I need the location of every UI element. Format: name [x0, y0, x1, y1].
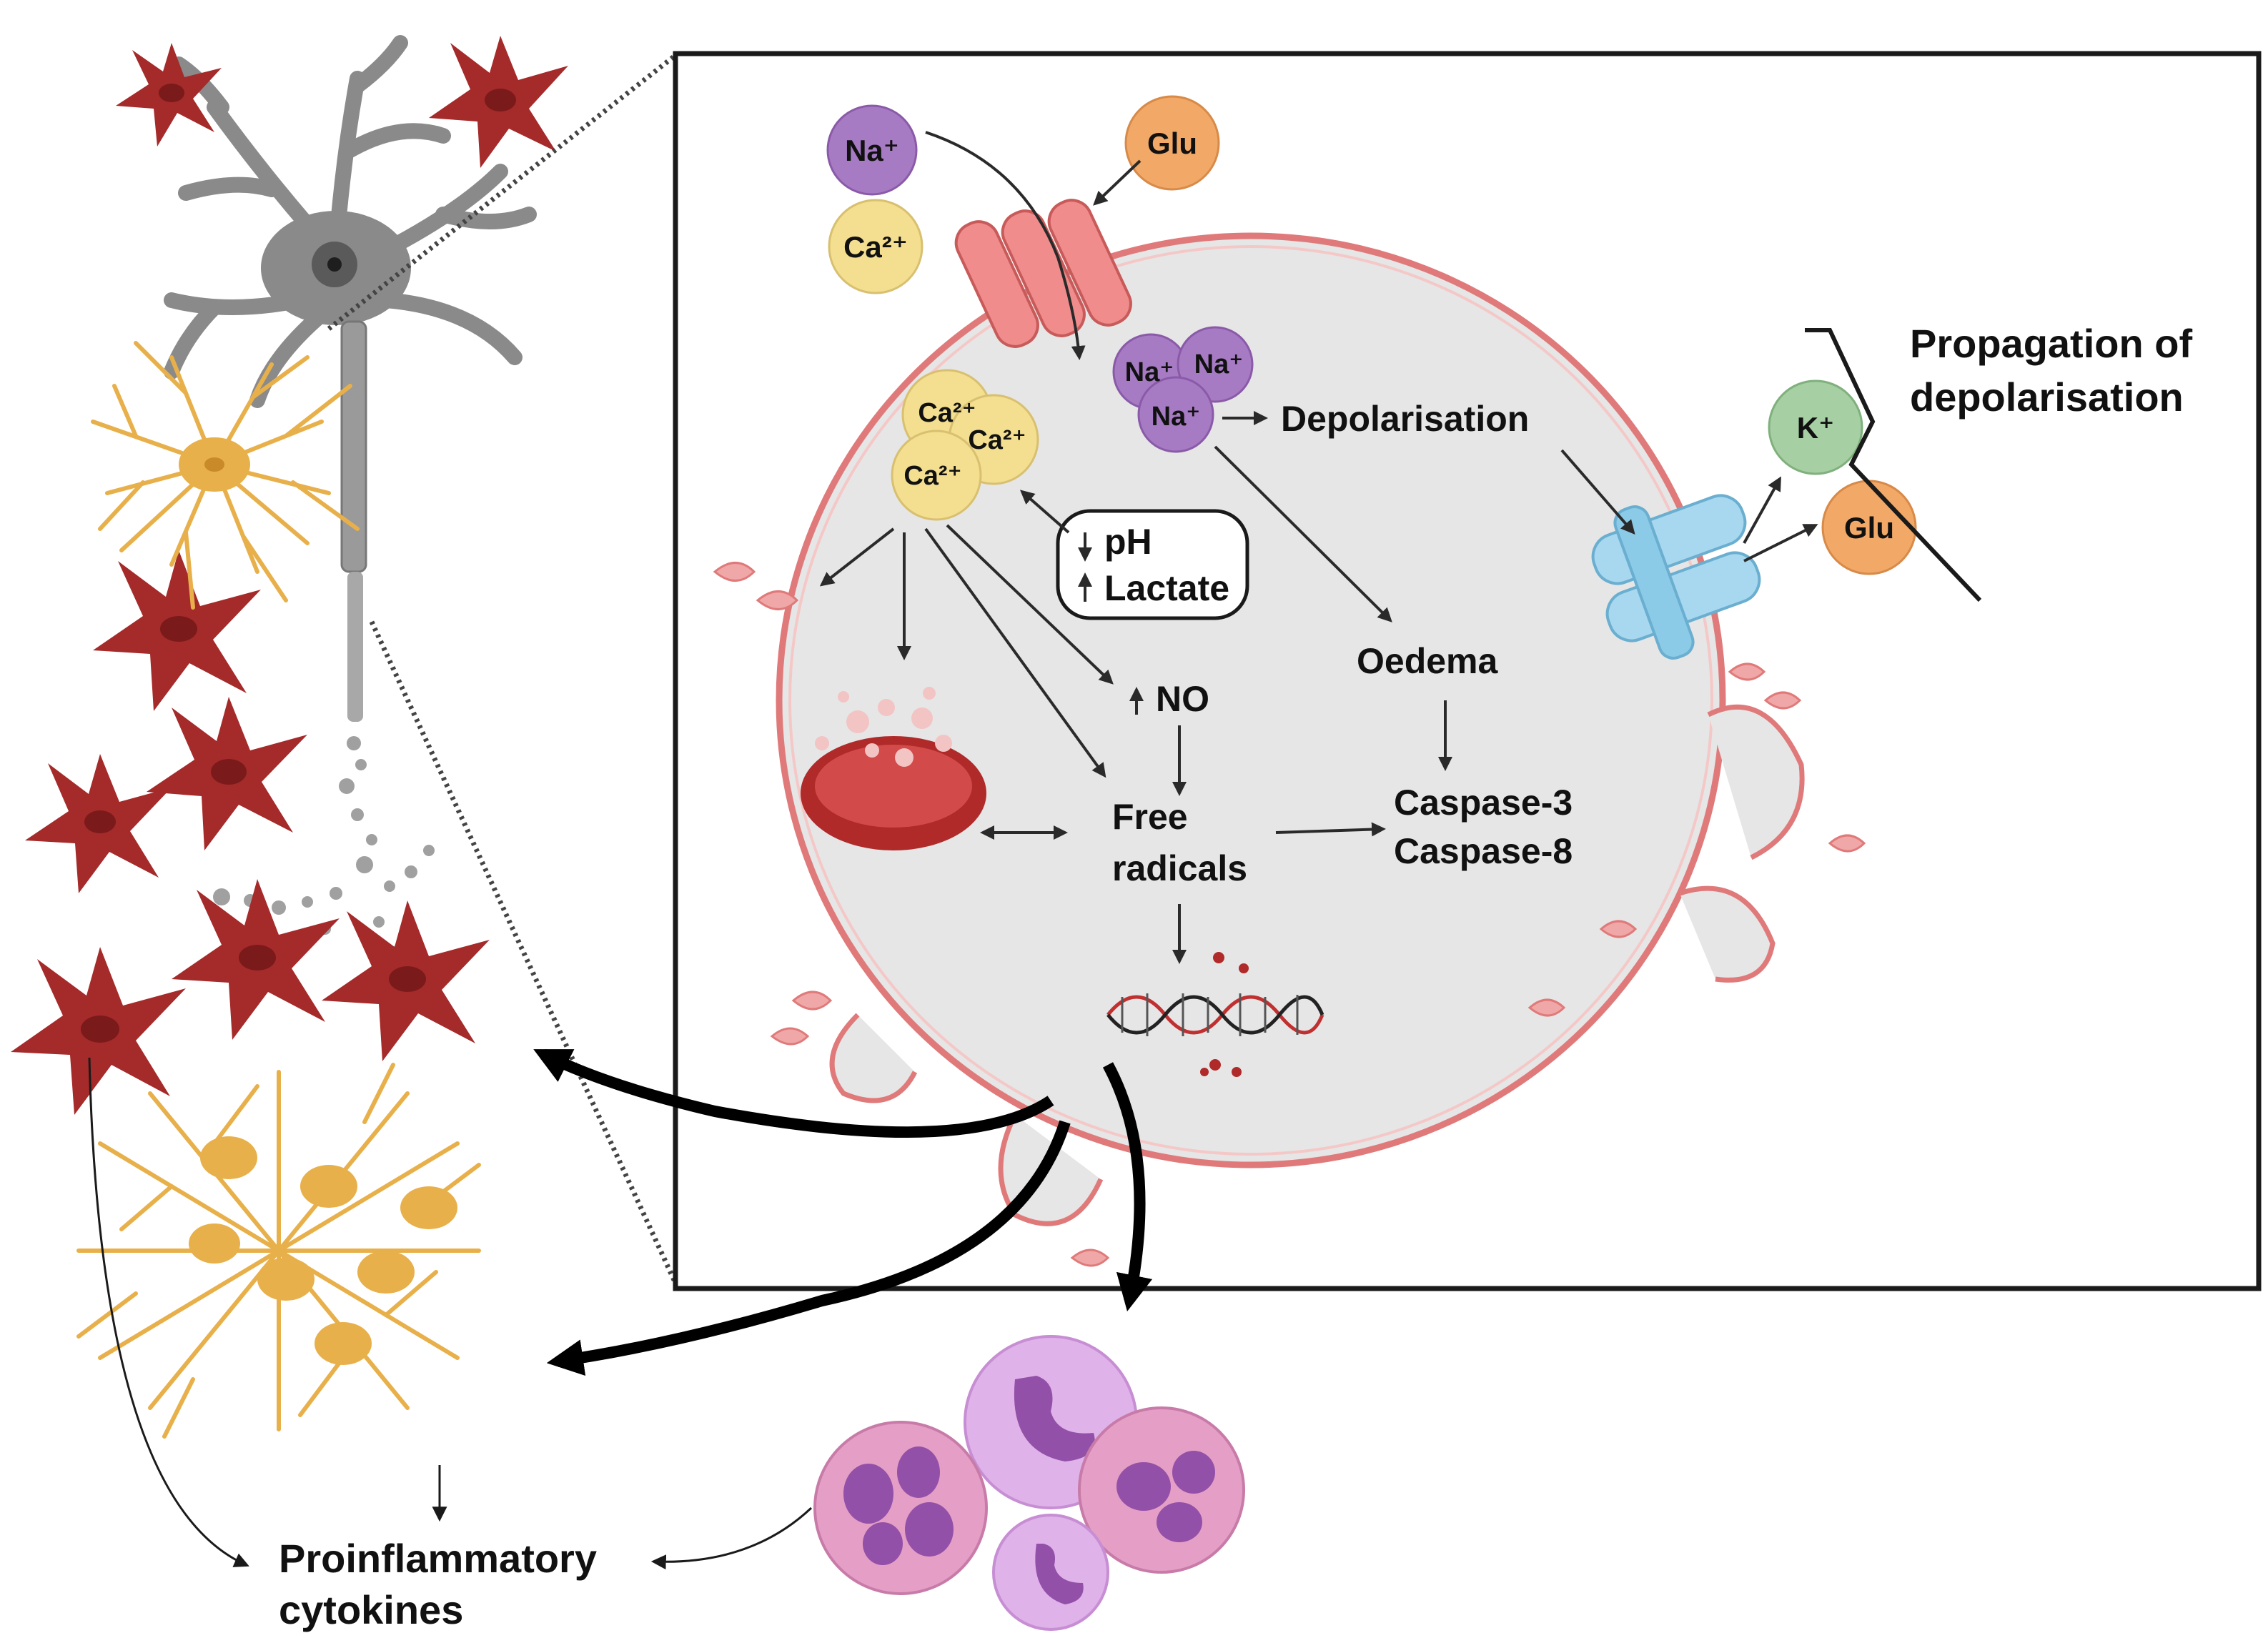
- glutamate-ion-label: Glu: [1147, 126, 1197, 160]
- cytokines-label-line1: Proinflammatory: [279, 1536, 597, 1581]
- calcium-ion-outside: Ca²⁺: [828, 199, 923, 294]
- free-radicals-label-line2: radicals: [1112, 848, 1247, 888]
- ph-lactate-box: [1056, 509, 1249, 620]
- mitochondrion-icon: [801, 687, 986, 850]
- calcium-ion-label: Ca²⁺: [903, 461, 961, 491]
- ph-label: pH: [1104, 522, 1152, 562]
- pathway-arrows: [819, 131, 1818, 964]
- cytokine-arrows: [88, 1057, 813, 1570]
- glutamate-transporter: [1591, 494, 1761, 660]
- astrocyte-cells: [76, 341, 481, 1439]
- calcium-ion-label: Ca²⁺: [918, 398, 976, 428]
- glutamate-ion-released: Glu: [1821, 480, 1917, 575]
- inflammation-arrows: [533, 1048, 1153, 1376]
- no-label: NO: [1156, 679, 1209, 719]
- sodium-ion-outside: Na⁺: [826, 104, 918, 196]
- propagation-label-line2: depolarisation: [1910, 374, 2184, 420]
- calcium-ion-cluster: Ca²⁺ Ca²⁺ Ca²⁺: [891, 369, 1039, 521]
- propagation-label-line1: Propagation of: [1910, 321, 2192, 366]
- sodium-ion-label: Na⁺: [1125, 357, 1174, 387]
- depolarisation-label: Depolarisation: [1281, 399, 1529, 439]
- leukocyte-cells: [813, 1335, 1245, 1631]
- microglia-cells: [11, 36, 568, 1115]
- neuron-illustration: [164, 35, 537, 955]
- potassium-ion-label: K⁺: [1797, 411, 1835, 445]
- oedema-label: Oedema: [1357, 641, 1499, 681]
- zoom-line-bottom: [369, 620, 680, 1289]
- free-radicals-label-line1: Free: [1112, 797, 1188, 837]
- sodium-ion-cluster: Na⁺ Na⁺ Na⁺: [1112, 326, 1254, 453]
- zoom-line-top: [327, 51, 680, 331]
- potassium-ion: K⁺: [1768, 379, 1863, 475]
- dna-fragment-icon: [1106, 952, 1324, 1077]
- sodium-ion-label: Na⁺: [1152, 402, 1201, 432]
- left-tissue-panel: [11, 35, 568, 1439]
- lactate-label: Lactate: [1104, 568, 1229, 608]
- propagation-bracket: [1805, 328, 1982, 602]
- caspase8-label: Caspase-8: [1394, 831, 1573, 871]
- glutamate-ion-label: Glu: [1844, 511, 1894, 545]
- sodium-ion-label: Na⁺: [1194, 349, 1244, 379]
- glutamate-receptor-channel: [954, 199, 1132, 348]
- calcium-ion-label: Ca²⁺: [843, 230, 908, 264]
- cytokines-label-line2: cytokines: [279, 1587, 463, 1632]
- astrocyte-cluster: [189, 1136, 457, 1365]
- sodium-ion-label: Na⁺: [845, 134, 899, 167]
- glutamate-ion-outside: Glu: [1124, 95, 1220, 191]
- caspase3-label: Caspase-3: [1394, 783, 1573, 823]
- calcium-ion-label: Ca²⁺: [968, 425, 1026, 455]
